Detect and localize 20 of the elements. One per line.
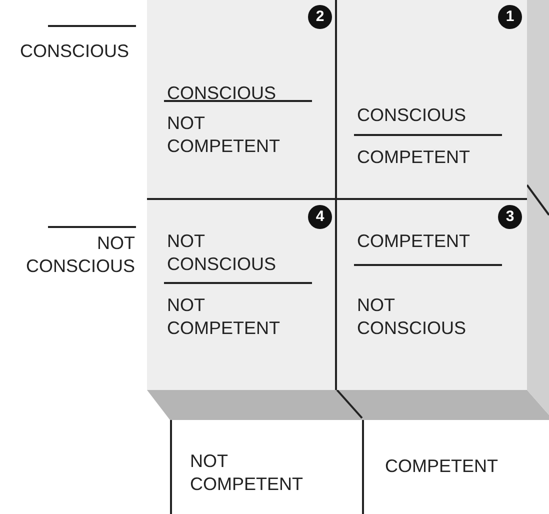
quadrant-panel xyxy=(337,200,527,390)
quadrant-heading: COMPETENT xyxy=(357,230,472,253)
quadrant-panel xyxy=(147,200,337,390)
number-badge: 4 xyxy=(308,205,332,229)
quadrant-heading: CONSCIOUS xyxy=(167,82,278,105)
number-badge: 3 xyxy=(498,205,522,229)
quadrant-text: COMPETENT xyxy=(357,146,472,169)
quadrant-text: NOT COMPETENT xyxy=(167,112,282,158)
column-label: COMPETENT xyxy=(385,455,500,478)
quadrant-text: NOT CONSCIOUS xyxy=(357,294,468,340)
number-badge: 1 xyxy=(498,5,522,29)
quadrant-panel xyxy=(337,0,527,200)
column-label: NOT COMPETENT xyxy=(190,450,304,496)
quadrant-heading: NOT CONSCIOUS xyxy=(167,230,278,276)
row-label: CONSCIOUS xyxy=(20,40,130,63)
row-label: NOT CONSCIOUS xyxy=(24,232,135,278)
number-badge: 2 xyxy=(308,5,332,29)
quadrant-heading: CONSCIOUS xyxy=(357,104,468,127)
quadrant-text: NOT COMPETENT xyxy=(167,294,282,340)
quadrant-panel xyxy=(147,0,337,200)
